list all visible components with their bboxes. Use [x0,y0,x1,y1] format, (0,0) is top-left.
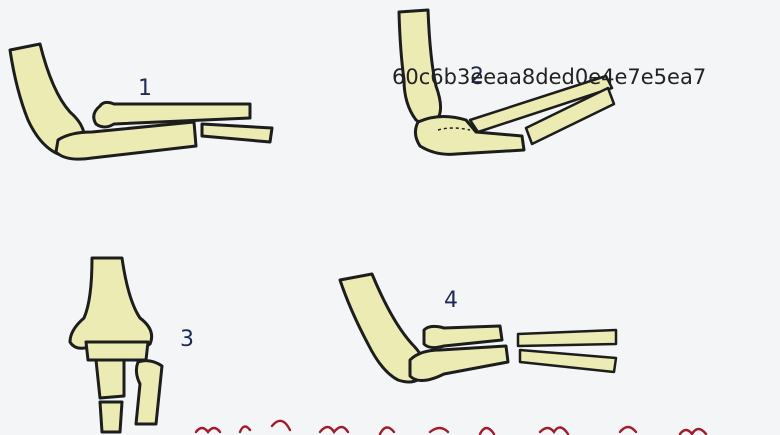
figure-1-elbow-dislocation: 1 [10,44,272,159]
figure-4-radius [424,326,502,348]
figure-4-elbow-dislocation: 4 [340,274,616,382]
figure-1-fragment [202,124,272,142]
figure-4-fragment-upper [518,330,616,346]
figure-4-number: 4 [444,288,458,313]
figure-3-condyles [86,342,148,360]
figure-3-anterior-view: 3 [70,258,194,432]
figure-3-number: 3 [180,327,194,352]
figure-1-number: 1 [138,76,152,101]
figure-4-ulna [410,346,508,381]
overlay-code: 60c6b3eeaa8ded0e4e7e5ea7 [392,65,706,89]
figure-4-fragment-lower [520,350,616,372]
figure-3-humerus [70,258,152,349]
figure-3-ulna [136,361,162,424]
figure-3-radius-lower [100,402,122,432]
figure-3-radius [96,360,124,398]
bottom-caption-cropped [196,421,706,434]
